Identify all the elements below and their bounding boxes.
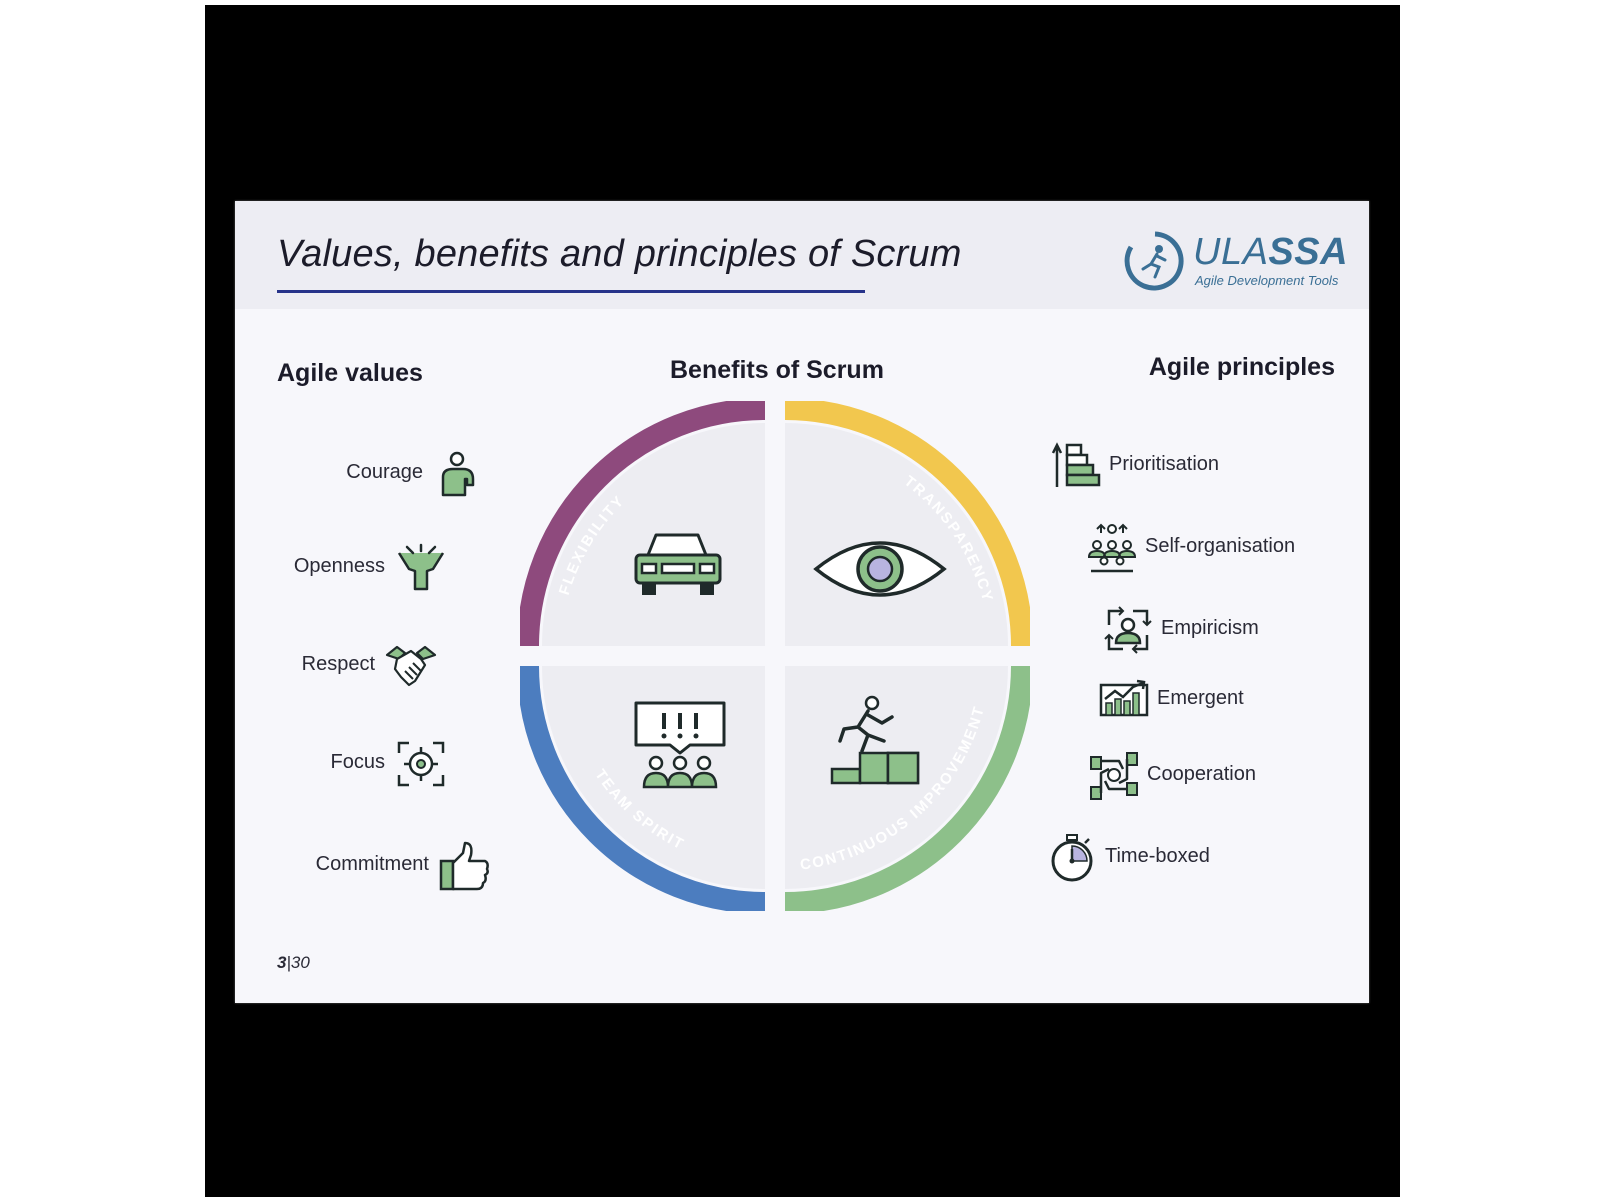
principle-empiricism: Empiricism (1103, 605, 1283, 655)
value-commitment: Commitment (265, 841, 491, 891)
principle-label: Cooperation (1147, 763, 1256, 785)
continuous-improvement-arc (784, 665, 1030, 911)
value-respect: Respect (265, 641, 437, 691)
value-focus: Focus (285, 739, 447, 789)
transparency-arc (784, 401, 1030, 647)
principle-label: Empiricism (1161, 617, 1259, 639)
transparency-quadrant (785, 423, 1008, 646)
principle-label: Emergent (1157, 687, 1244, 709)
value-openness: Openness (255, 543, 447, 593)
flexibility-quadrant (542, 423, 765, 646)
principle-emergent: Emergent (1099, 675, 1259, 725)
person-icon (441, 451, 475, 497)
principle-time-boxed: Time-boxed (1047, 833, 1237, 883)
open-arms-icon (397, 543, 445, 591)
stopwatch-icon (1051, 834, 1093, 882)
benefits-wheel: FLEXIBILITY TRANSPARENCY TEAM SPIRIT CON… (520, 401, 1030, 911)
slide-card: Values, benefits and principles of Scrum… (235, 201, 1369, 1003)
value-label: Courage (346, 461, 423, 483)
benefits-heading: Benefits of Scrum (670, 356, 884, 384)
page-separator: | (286, 953, 291, 972)
principle-label: Prioritisation (1109, 453, 1220, 475)
thumbs-up-icon (439, 841, 489, 891)
runner-logo-icon (1124, 231, 1184, 291)
handshake-icon (385, 645, 437, 687)
target-icon (397, 741, 445, 787)
value-label: Focus (330, 751, 385, 773)
climbing-steps-icon (830, 695, 920, 785)
eye-icon (813, 541, 947, 597)
value-courage: Courage (295, 449, 485, 499)
agile-principles-heading: Agile principles (1148, 353, 1335, 381)
value-label: Respect (301, 653, 375, 675)
page-current: 3 (277, 953, 287, 972)
principle-prioritisation: Prioritisation (1051, 441, 1231, 491)
logo-name: ULASSA (1193, 231, 1348, 274)
group-icon (1087, 523, 1137, 573)
cycle-person-icon (1104, 606, 1152, 654)
car-icon (634, 533, 722, 595)
logo-name-bold: SSA (1268, 231, 1349, 273)
principle-self-organisation: Self-organisation (1087, 523, 1317, 573)
flexibility-arc (520, 401, 766, 647)
growth-chart-icon (1099, 679, 1149, 717)
team-spirit-arc (520, 665, 766, 911)
ulassa-logo: ULASSA Agile Development Tools (1123, 229, 1348, 295)
team-speech-icon (634, 701, 726, 789)
page-number: 3|30 (277, 953, 310, 973)
agile-values-heading: Agile values (277, 359, 423, 387)
value-label: Openness (293, 555, 385, 577)
principle-label: Time-boxed (1105, 845, 1210, 867)
page-total: 30 (290, 953, 310, 972)
value-label: Commitment (315, 853, 429, 875)
title-underline (277, 290, 865, 293)
logo-tagline: Agile Development Tools (1195, 273, 1339, 288)
principle-label: Self-organisation (1145, 535, 1296, 557)
priority-bars-icon (1051, 442, 1101, 487)
slide-title: Values, benefits and principles of Scrum (277, 233, 962, 275)
principle-cooperation: Cooperation (1089, 751, 1279, 801)
joined-hands-icon (1090, 752, 1138, 800)
logo-name-light: ULA (1193, 231, 1269, 273)
